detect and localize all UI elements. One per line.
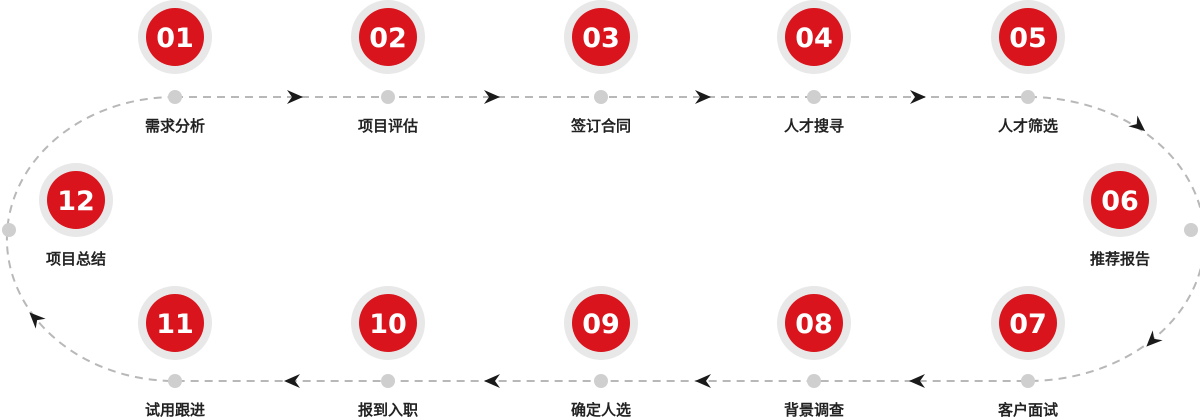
step-number: 04	[795, 23, 833, 54]
flow-arrow-icon	[284, 374, 300, 388]
step-label: 报到入职	[358, 401, 418, 419]
track-node-dot	[807, 90, 821, 104]
process-step-09: 09 确定人选	[564, 286, 638, 419]
badge-circle	[1091, 171, 1149, 229]
flow-arrows	[29, 90, 1163, 388]
step-label: 人才筛选	[998, 117, 1058, 135]
process-step-07: 07 客户面试	[991, 286, 1065, 419]
step-number: 08	[795, 309, 833, 340]
step-number: 09	[582, 309, 620, 340]
track-node-dot	[168, 374, 182, 388]
flow-arrow-icon	[287, 90, 303, 104]
track-node-dot	[381, 90, 395, 104]
track-node-dot	[594, 374, 608, 388]
flow-arrow-icon	[484, 374, 500, 388]
track-node-dots	[2, 90, 1198, 388]
flow-arrow-icon	[1146, 330, 1163, 347]
track-node-dot	[807, 374, 821, 388]
flow-arrow-icon	[909, 374, 925, 388]
badge-circle	[146, 294, 204, 352]
flow-arrow-icon	[695, 90, 711, 104]
step-number: 06	[1101, 186, 1139, 217]
flow-arrow-icon	[29, 312, 46, 329]
badge-circle	[785, 294, 843, 352]
track-node-dot	[594, 90, 608, 104]
flow-arrow-icon	[484, 90, 500, 104]
step-label: 需求分析	[145, 117, 205, 135]
step-number: 05	[1009, 23, 1047, 54]
step-number: 10	[369, 309, 407, 340]
track-node-dot	[2, 223, 16, 237]
badge-circle	[359, 8, 417, 66]
badge-circle	[359, 294, 417, 352]
track-node-dot	[381, 374, 395, 388]
step-number: 07	[1009, 309, 1047, 340]
process-step-03: 03 签订合同	[564, 0, 638, 135]
step-number: 03	[582, 23, 620, 54]
badge-circle	[999, 8, 1057, 66]
badge-circle	[47, 171, 105, 229]
step-label: 项目总结	[46, 250, 106, 268]
step-number: 02	[369, 23, 407, 54]
track-node-dot	[168, 90, 182, 104]
badge-circle	[785, 8, 843, 66]
process-step-05: 05 人才筛选	[991, 0, 1065, 135]
process-steps: 01 需求分析 02 项目评估 03 签订合同 04 人才搜寻 05 人才筛选 06 推荐报告 07 客户…	[39, 0, 1157, 419]
step-label: 人才搜寻	[784, 117, 844, 135]
step-label: 推荐报告	[1090, 250, 1150, 268]
step-label: 确定人选	[571, 401, 631, 419]
process-step-06: 06 推荐报告	[1083, 163, 1157, 268]
step-label: 背景调查	[784, 401, 845, 419]
process-step-02: 02 项目评估	[351, 0, 425, 135]
process-step-11: 11 试用跟进	[138, 286, 212, 419]
badge-circle	[572, 294, 630, 352]
step-label: 试用跟进	[145, 401, 205, 419]
process-step-10: 10 报到入职	[351, 286, 425, 419]
step-label: 签订合同	[570, 117, 631, 135]
badge-circle	[999, 294, 1057, 352]
flow-arrow-icon	[695, 374, 711, 388]
process-track	[5, 96, 1200, 382]
process-step-12: 12 项目总结	[39, 163, 113, 268]
step-number: 01	[156, 23, 194, 54]
process-step-01: 01 需求分析	[138, 0, 212, 135]
step-label: 项目评估	[358, 117, 418, 135]
flow-arrow-icon	[1128, 115, 1146, 132]
step-label: 客户面试	[997, 401, 1058, 419]
track-node-dot	[1184, 223, 1198, 237]
process-step-04: 04 人才搜寻	[777, 0, 851, 135]
flow-arrow-icon	[910, 90, 926, 104]
badge-circle	[572, 8, 630, 66]
process-step-08: 08 背景调查	[777, 286, 851, 419]
step-number: 11	[156, 309, 194, 340]
step-number: 12	[57, 186, 95, 217]
track-node-dot	[1021, 90, 1035, 104]
badge-circle	[146, 8, 204, 66]
track-node-dot	[1021, 374, 1035, 388]
